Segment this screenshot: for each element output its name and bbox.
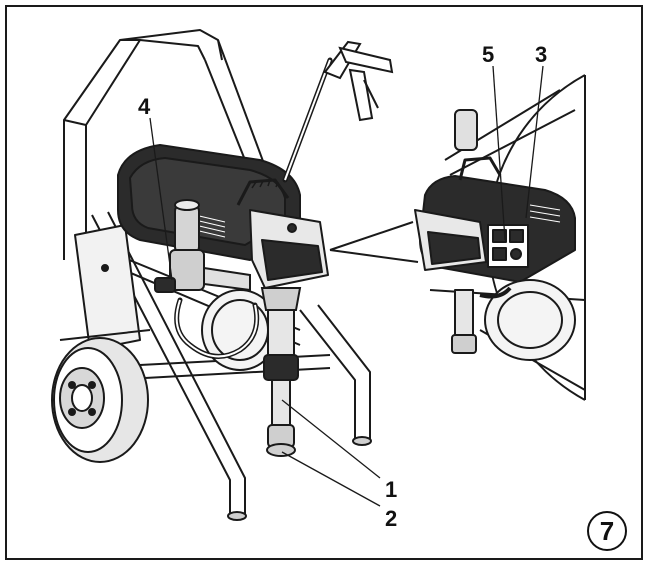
motor-housing [117,144,329,289]
callout-1: 1 [385,477,398,502]
cart-frame [59,29,372,521]
figure-number-badge: 7 [587,511,627,551]
pump-column [260,287,302,457]
callout-4: 4 [138,94,151,119]
spray-gun [323,40,394,122]
callout-2: 2 [385,506,398,531]
callout-3: 3 [535,42,548,67]
leader-lines [149,65,544,507]
callout-5: 5 [482,42,495,67]
wheel [51,337,149,463]
figure-number: 7 [599,515,615,546]
pressure-filter [154,199,251,293]
figure-border [5,5,643,560]
zoom-machine [414,89,586,391]
